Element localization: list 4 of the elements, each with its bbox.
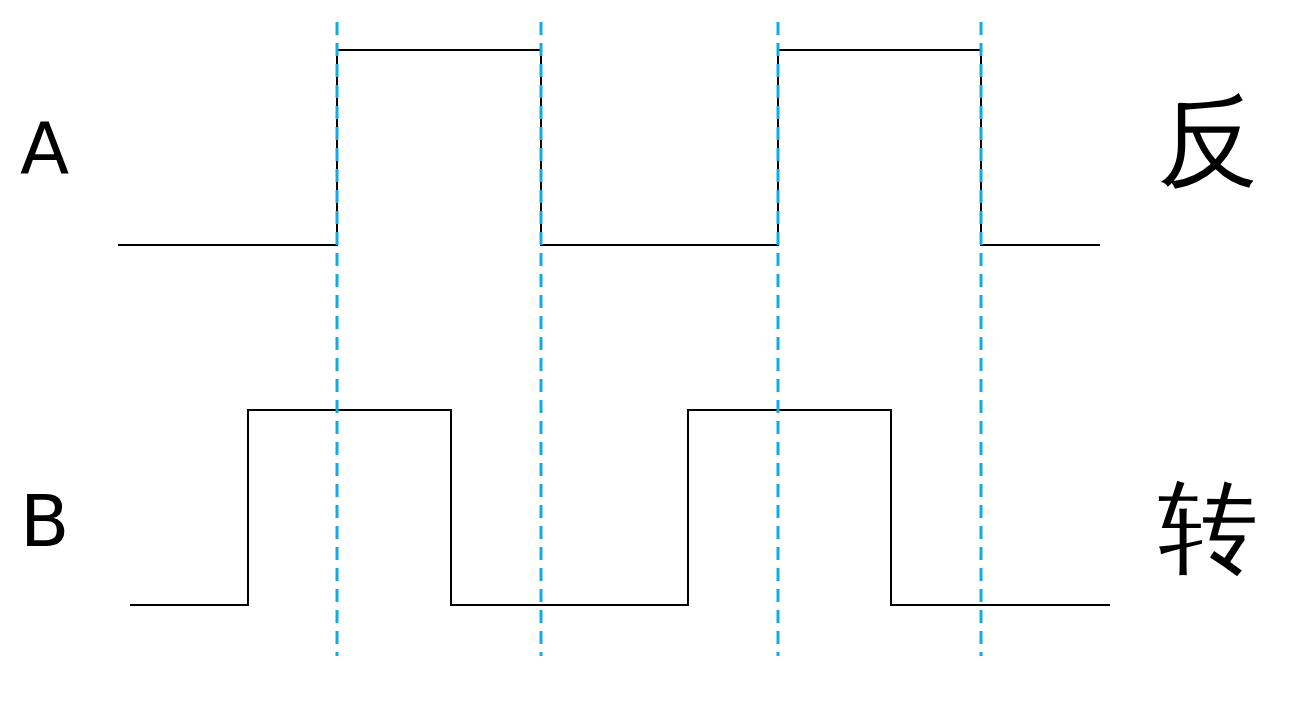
direction-text: 转	[1158, 478, 1258, 578]
direction-text: 反	[1158, 92, 1258, 192]
signal-label: A	[20, 112, 70, 184]
signal-label: B	[20, 485, 70, 557]
